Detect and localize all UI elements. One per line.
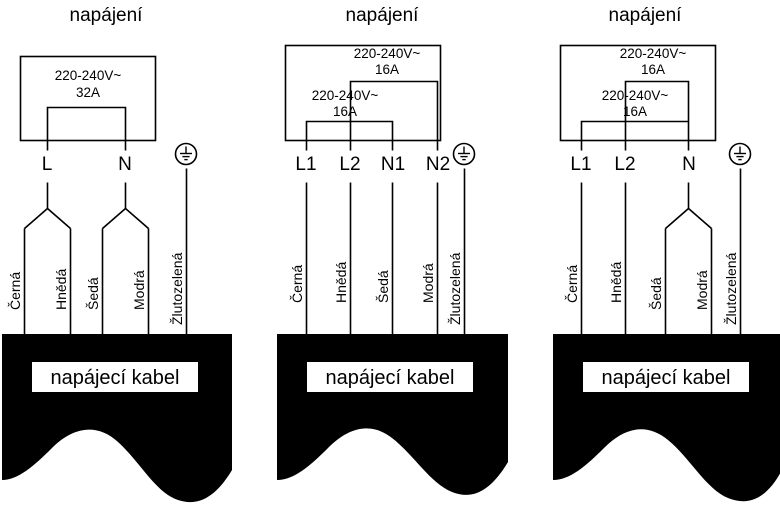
- diagram-3-current-2: 16A: [623, 104, 647, 119]
- diagram-1-power-cable-body: [2, 334, 232, 503]
- diagram-2-terminal-label-N1: N1: [381, 154, 405, 175]
- diagram-2-supply-box-outer: [284, 44, 442, 142]
- diagram-3-title: napájení: [609, 5, 683, 26]
- diagram-2-wire-label-blue: Modrá: [420, 263, 436, 303]
- diagram-1-wire-label-yellowgreen: Žlutozelená: [169, 252, 185, 325]
- diagram-2-terminal-label-N2: N2: [426, 154, 450, 175]
- diagram-1-cable-label: napájecí kabel: [51, 367, 180, 389]
- diagram-2-title: napájení: [346, 5, 420, 26]
- diagram-2: napájení 220-240V~ 16A 220-240V~ 16A L1 …: [277, 5, 508, 495]
- diagram-2-bracket-L2-N2: [349, 80, 439, 141]
- diagram-3-wire-label-blue: Modrá: [694, 270, 710, 310]
- diagram-1-terminal-label-N: N: [118, 154, 132, 175]
- diagram-3-wire-label-black: Černá: [564, 265, 580, 303]
- diagram-3-terminal-label-L1: L1: [570, 154, 591, 175]
- diagram-2-cable-label: napájecí kabel: [326, 367, 455, 389]
- diagram-3-cable-label-backdrop: [583, 362, 749, 392]
- diagram-2-terminal-label-L1: L1: [295, 154, 316, 175]
- diagram-3-bracket-L2-N: [624, 80, 690, 141]
- diagram-1-wire-label-black: Černá: [7, 272, 23, 310]
- diagram-3-voltage-2: 220-240V~: [602, 88, 669, 103]
- diagram-3-terminal-label-N: N: [682, 154, 696, 175]
- diagram-2-wire-label-yellowgreen: Žlutozelená: [447, 252, 463, 325]
- diagram-1-junction-L-left: [23, 207, 49, 230]
- diagram-1-wire-label-blue: Modrá: [131, 270, 147, 310]
- diagram-1-junction-N-right: [124, 207, 150, 230]
- diagram-1: napájení 220-240V~ 32A L N: [2, 5, 232, 503]
- diagram-1-junction-N-left: [101, 207, 127, 230]
- diagram-3-junction-N-right: [687, 207, 713, 230]
- diagram-1-bracket-L-N: [46, 106, 127, 141]
- diagram-1-current-1: 32A: [76, 85, 100, 100]
- diagram-1-supply-box-outer: [19, 55, 157, 142]
- diagram-2-terminal-label-L2: L2: [339, 154, 360, 175]
- diagram-3-terminal-label-L2: L2: [614, 154, 635, 175]
- diagram-1-title: napájení: [70, 5, 144, 26]
- diagram-3-supply-box-outer: [559, 44, 717, 142]
- diagram-1-cable-label-backdrop: [32, 362, 198, 392]
- diagram-3-wire-label-brown: Hnědá: [608, 262, 624, 303]
- diagram-1-wire-label-brown: Hnědá: [53, 269, 69, 310]
- diagram-3-power-cable-body: [553, 334, 780, 502]
- diagram-3-current-1: 16A: [641, 62, 665, 77]
- diagram-2-earth-ground-icon: [452, 142, 476, 166]
- diagram-1-terminal-label-L: L: [42, 154, 53, 175]
- diagram-3-earth-ground-icon: [728, 142, 752, 166]
- diagram-2-wire-label-black: Černá: [289, 265, 305, 303]
- diagram-3-bracket-L1-N: [580, 120, 689, 141]
- diagram-3-wire-label-yellowgreen: Žlutozelená: [723, 252, 739, 325]
- diagram-2-voltage-1: 220-240V~: [354, 46, 421, 61]
- diagram-3-cable-label: napájecí kabel: [602, 367, 731, 389]
- diagram-2-cable-label-backdrop: [307, 362, 473, 392]
- diagram-2-current-2: 16A: [333, 104, 357, 119]
- diagram-3-junction-N-left: [664, 207, 690, 230]
- diagram-1-junction-L-right: [46, 207, 72, 230]
- diagram-2-power-cable-body: [277, 334, 508, 495]
- diagram-1-earth-ground-icon: [174, 142, 198, 166]
- diagram-1-voltage-1: 220-240V~: [55, 68, 122, 83]
- diagram-2-wire-label-brown: Hnědá: [333, 262, 349, 303]
- diagram-2-current-1: 16A: [375, 62, 399, 77]
- diagram-3-voltage-1: 220-240V~: [620, 46, 687, 61]
- diagram-2-voltage-2: 220-240V~: [312, 88, 379, 103]
- diagram-3: napájení 220-240V~ 16A 220-240V~ 16A L1 …: [553, 5, 780, 502]
- diagram-2-bracket-L1-N1: [305, 120, 394, 141]
- diagram-1-wire-label-grey: Šedá: [85, 277, 101, 310]
- diagram-2-wire-label-grey: Šedá: [375, 270, 391, 303]
- diagram-3-wire-label-grey: Šedá: [648, 277, 664, 310]
